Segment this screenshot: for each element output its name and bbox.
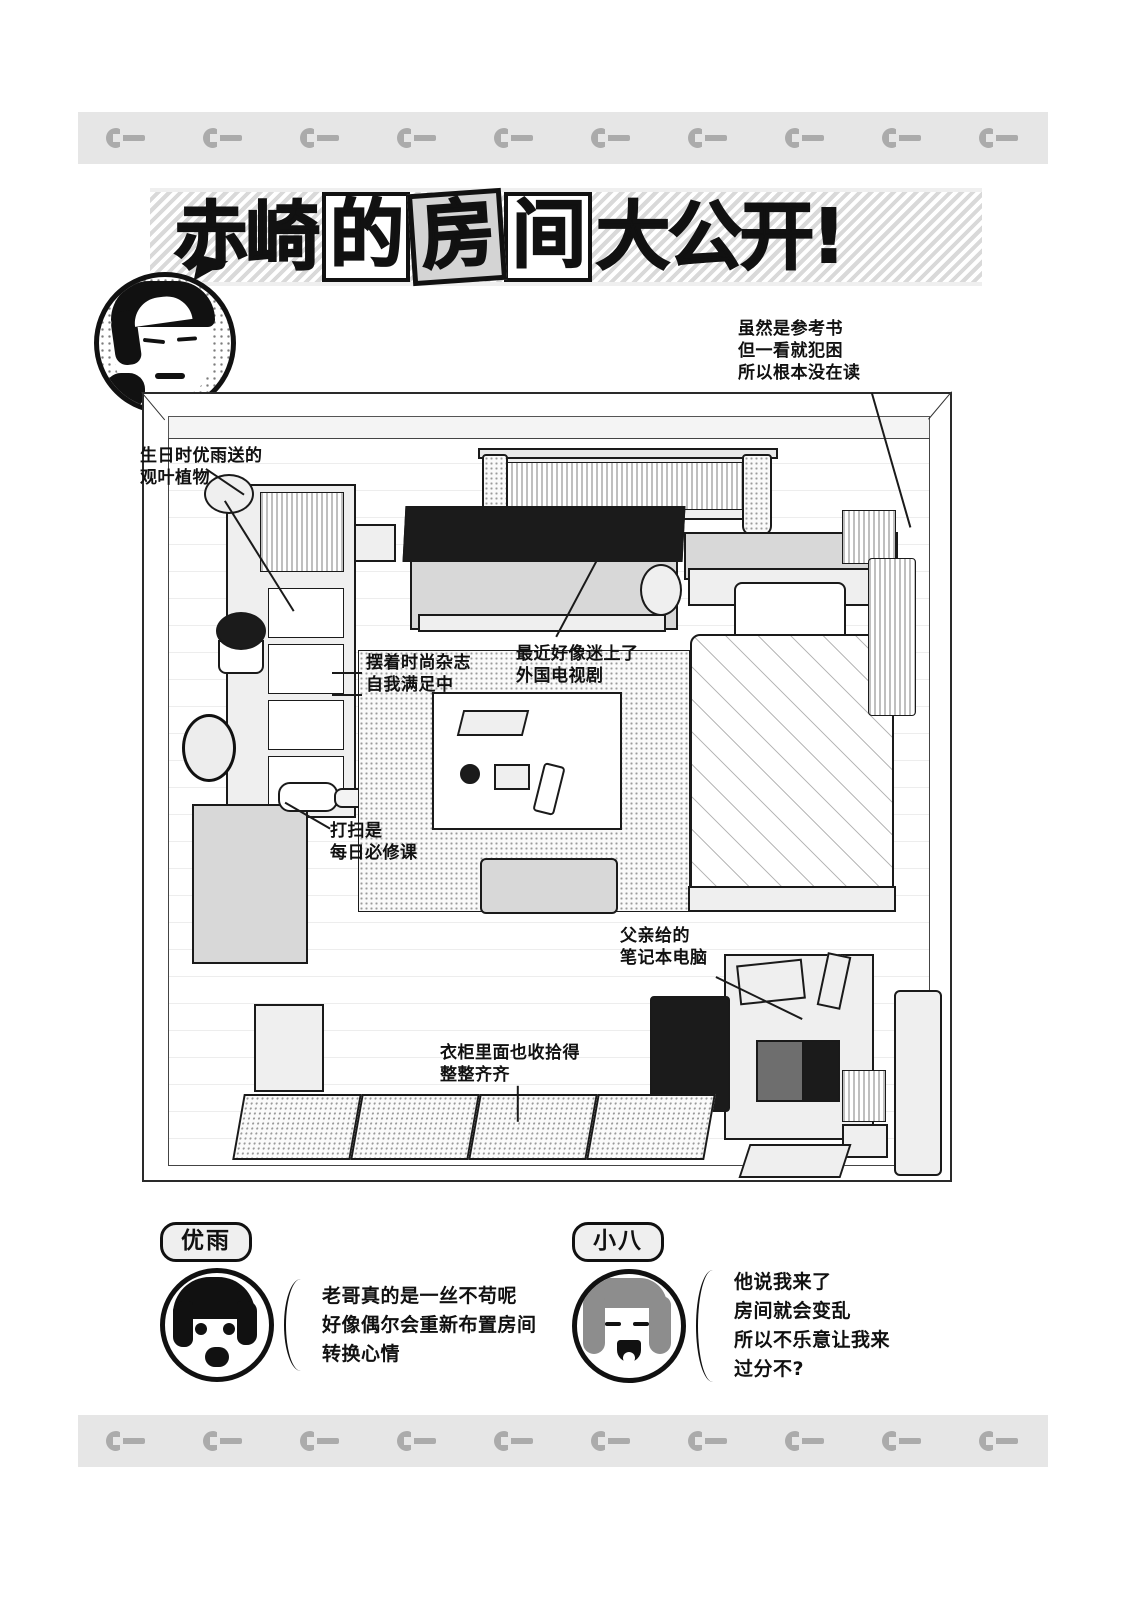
comment-name-xiaoba: 小八: [572, 1222, 664, 1262]
wrench-icon: [202, 127, 242, 149]
closet-door-3: [468, 1094, 598, 1160]
desk-notice-board: [736, 958, 806, 1006]
wrench-icon: [202, 1430, 242, 1452]
laptop-keyboard: [756, 1040, 804, 1102]
cd-stack: [842, 1070, 886, 1122]
floor-cushion: [480, 858, 618, 914]
low-cabinet: [254, 1004, 324, 1092]
brace-xiaoba: [696, 1270, 724, 1382]
wall-lamp: [640, 564, 682, 616]
title-segment-4-boxed: 间: [504, 192, 592, 282]
wrench-icon: [590, 127, 630, 149]
floor-mat: [738, 1144, 852, 1178]
wrench-icon: [687, 1430, 727, 1452]
decor-band-top: [78, 112, 1048, 164]
wrench-icon: [687, 127, 727, 149]
annotation-tv: 最近好像迷上了 外国电视剧: [516, 644, 639, 686]
table-cable: [494, 764, 530, 790]
wall-clock: [182, 714, 236, 782]
brace-yuu: [284, 1279, 312, 1371]
laptop-screen: [800, 1040, 840, 1102]
curtain-rod: [478, 448, 778, 459]
comment-text-yuu: 老哥真的是一丝不苟呢 好像偶尔会重新布置房间 转换心情: [322, 1284, 537, 1365]
yuu-avatar: [160, 1268, 274, 1382]
television: [402, 506, 686, 562]
annotation-magazines: 摆着时尚杂志 自我满足中: [366, 653, 471, 695]
closet-door-2: [350, 1094, 480, 1160]
mirror-panel: [192, 804, 308, 964]
comment-block-xiaoba: 小八 他说我来了 房间就会变乱 所以不乐意让我来 过分不?: [572, 1222, 992, 1384]
title-segment-3-boxed-tilted: 房: [406, 187, 508, 287]
room-diagram: [141, 391, 952, 1182]
akasaki-avatar: [94, 272, 236, 414]
storage-box: [842, 1124, 888, 1158]
tv-speaker-bar: [418, 614, 666, 632]
leader-line-magazines: [332, 672, 362, 674]
shelf-box-1: [268, 588, 344, 638]
decor-band-bottom: [78, 1415, 1048, 1467]
table-cup: [460, 764, 480, 784]
vacuum-cleaner: [278, 782, 338, 812]
curtain-right: [742, 454, 772, 536]
tall-wardrobe: [894, 990, 942, 1176]
clothes-rack: [868, 558, 916, 716]
wrench-icon: [493, 1430, 533, 1452]
bed-pillow: [734, 582, 846, 642]
closet-door-4: [586, 1094, 716, 1160]
wrench-icon: [493, 127, 533, 149]
wrench-icon: [978, 127, 1018, 149]
shelf-box-3: [268, 700, 344, 750]
title-segment-5: 大公开!: [595, 194, 847, 280]
table-keyboard: [456, 710, 530, 736]
xiaoba-avatar: [572, 1269, 686, 1383]
annotation-plant: 生日时优雨送的 观叶植物: [140, 446, 263, 488]
wrench-icon: [881, 1430, 921, 1452]
plant-foliage: [216, 612, 266, 650]
wrench-icon: [396, 1430, 436, 1452]
leader-line-closet: [517, 1085, 519, 1122]
window-blinds: [490, 462, 760, 510]
annotation-laptop: 父亲给的 笔记本电脑: [620, 926, 708, 968]
comment-block-yuu: 优雨 老哥真的是一丝不苟呢 好像偶尔会重新布置房间 转换心情: [160, 1222, 560, 1382]
wrench-icon: [396, 127, 436, 149]
wrench-icon: [105, 127, 145, 149]
wrench-icon: [784, 1430, 824, 1452]
bed-comforter: [690, 634, 894, 896]
comment-text-xiaoba: 他说我来了 房间就会变乱 所以不乐意让我来 过分不?: [734, 1271, 891, 1380]
title-segment-1: 赤崎: [173, 194, 321, 280]
wrench-icon: [978, 1430, 1018, 1452]
bedside-books: [842, 510, 896, 564]
annotation-textbooks: 虽然是参考书 但一看就犯困 所以根本没在读: [738, 319, 861, 383]
wrench-icon: [784, 127, 824, 149]
annotation-closet: 衣柜里面也收拾得 整整齐齐: [440, 1043, 580, 1085]
page-title: 赤崎 的 房 间 大公开!: [150, 187, 982, 287]
shelf-box-2: [268, 644, 344, 694]
wrench-icon: [299, 1430, 339, 1452]
closet-door-1: [232, 1094, 362, 1160]
plant-shelf: [204, 474, 254, 514]
title-segment-2-boxed: 的: [322, 192, 410, 282]
wrench-icon: [590, 1430, 630, 1452]
annotation-vacuum: 打扫是 每日必修课: [330, 821, 418, 863]
wrench-icon: [105, 1430, 145, 1452]
shelf-magazines: [260, 492, 344, 572]
comment-name-yuu: 优雨: [160, 1222, 252, 1262]
wrench-icon: [881, 127, 921, 149]
bed-footboard: [688, 886, 896, 912]
leader-line-magazines-2: [332, 694, 362, 696]
wrench-icon: [299, 127, 339, 149]
